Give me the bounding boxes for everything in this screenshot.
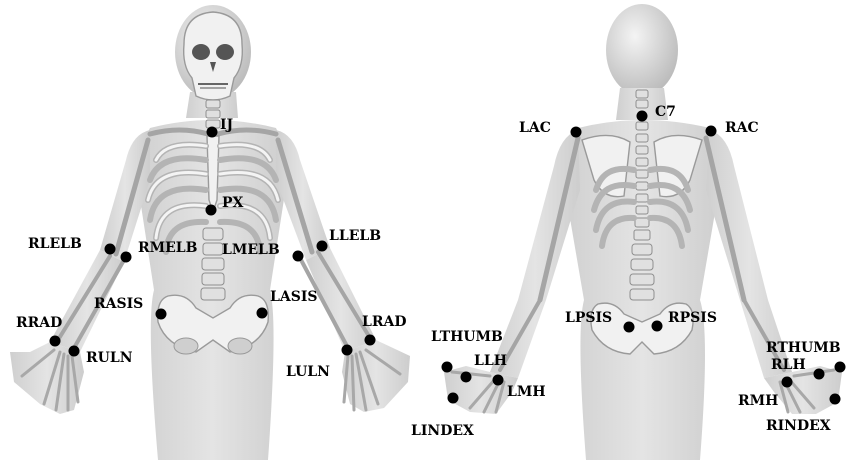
marker-label-rrad: RRAD [16,315,62,331]
marker-dot-luln [342,345,353,356]
marker-dot-rindex [830,394,841,405]
marker-label-rac: RAC [725,120,759,136]
marker-label-lindex: LINDEX [411,423,474,439]
marker-label-lac: LAC [519,120,551,136]
marker-label-rmh: RMH [738,393,778,409]
marker-dot-rrad [50,336,61,347]
marker-label-lpsis: LPSIS [565,310,612,326]
marker-label-lmelb: LMELB [222,242,280,258]
marker-label-llelb: LLELB [329,228,381,244]
marker-label-rmelb: RMELB [138,240,198,256]
marker-label-lthumb: LTHUMB [431,329,503,345]
back-figure [444,4,842,460]
marker-dot-lpsis [624,322,635,333]
marker-label-ij: IJ [220,117,234,133]
marker-label-lrad: LRAD [362,314,406,330]
marker-label-rpsis: RPSIS [668,310,717,326]
marker-label-ruln: RULN [86,350,133,366]
marker-dot-rasis [156,309,167,320]
marker-dot-ij [207,127,218,138]
marker-dot-lindex [448,393,459,404]
marker-dot-rthumb [835,362,846,373]
marker-dot-rlh [814,369,825,380]
marker-dot-rpsis [652,321,663,332]
marker-dot-llelb [317,241,328,252]
marker-dot-px [206,205,217,216]
marker-label-px: PX [222,195,244,211]
marker-dot-lasis [257,308,268,319]
marker-dot-lmelb [293,251,304,262]
marker-dot-lac [571,127,582,138]
marker-dot-rmelb [121,252,132,263]
marker-label-c7: C7 [655,104,676,120]
marker-label-rlh: RLH [771,357,806,373]
marker-dot-lrad [365,335,376,346]
marker-label-rasis: RASIS [94,296,143,312]
marker-dot-c7 [637,111,648,122]
marker-label-llh: LLH [474,353,507,369]
marker-dot-llh [461,372,472,383]
marker-label-luln: LULN [286,364,330,380]
marker-dot-lthumb [442,362,453,373]
marker-dot-rmh [782,377,793,388]
marker-dot-lmh [493,375,504,386]
marker-label-lmh: LMH [507,384,546,400]
marker-label-rindex: RINDEX [766,418,831,434]
marker-dot-rac [706,126,717,137]
marker-dot-rlelb [105,244,116,255]
marker-label-rthumb: RTHUMB [766,340,841,356]
marker-dot-ruln [69,346,80,357]
marker-label-lasis: LASIS [270,289,317,305]
marker-label-rlelb: RLELB [28,236,82,252]
